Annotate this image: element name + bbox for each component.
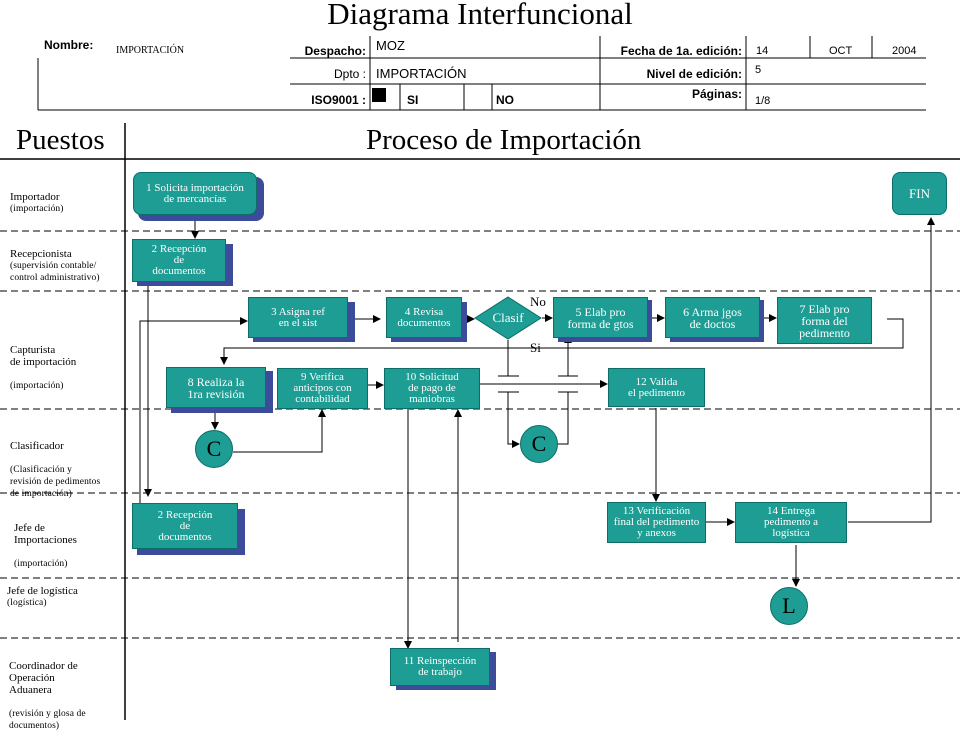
lane-jefe-importaciones: Jefe de Importaciones (importación) — [14, 510, 77, 582]
fecha-label: Fecha de 1a. edición: — [620, 44, 742, 58]
lane-clasificador: Clasificador (Clasificación y revisión d… — [10, 428, 100, 512]
diagram-lines — [0, 36, 960, 720]
lane-capturista: Capturista de importación (importación) — [10, 332, 76, 404]
step-14-entrega-pedimento[interactable]: 14 Entrega pedimento a logística — [735, 502, 847, 543]
nivel-value: 5 — [755, 64, 762, 76]
lane-jefe-logistica: Jefe de logística (logística) — [7, 585, 78, 609]
lane-capturista-name: Capturista de importación — [10, 344, 77, 368]
decision-clasif-label: Clasif — [492, 310, 524, 325]
step-7-elab-pro-forma-pedimento[interactable]: 7 Elab pro forma del pedimento — [777, 297, 872, 344]
step-3-asigna-ref[interactable]: 3 Asigna ref en el sist — [248, 297, 348, 338]
step-5-elab-pro-forma-gtos[interactable]: 5 Elab pro forma de gtos — [553, 297, 648, 338]
connector-c-2[interactable]: C — [520, 425, 558, 463]
step-fin[interactable]: FIN — [892, 172, 947, 215]
decision-clasif[interactable]: Clasif — [474, 296, 542, 340]
fecha-month: OCT — [829, 45, 853, 57]
step-1-solicita-importacion[interactable]: 1 Solicita importación de mercancías — [133, 172, 257, 215]
step-9-verifica-anticipos[interactable]: 9 Verifica anticipos con contabilidad — [277, 368, 368, 409]
lane-importador-sub: (importación) — [10, 204, 64, 214]
decision-no-label: No — [530, 294, 546, 309]
paginas-label: Páginas: — [691, 87, 742, 101]
step-8-realiza-1ra-revision[interactable]: 8 Realiza la 1ra revisión — [166, 367, 266, 408]
connector-c-1[interactable]: C — [195, 430, 233, 468]
proceso-title: Proceso de Importación — [366, 124, 642, 156]
decision-diamond-shape — [474, 296, 542, 340]
lane-coordinador-name: Coordinador de Operación Aduanera — [9, 660, 78, 696]
lane-clasificador-name: Clasificador — [10, 440, 64, 452]
lane-recepcionista-name: Recepcionista — [10, 248, 72, 260]
lane-clasificador-sub: (Clasificación y revisión de pedimentos … — [10, 465, 101, 499]
dpto-label: Dpto : — [333, 67, 366, 81]
lane-jefe-importaciones-name: Jefe de Importaciones — [14, 522, 77, 546]
iso-label: ISO9001 : — [311, 93, 366, 107]
step-6-arma-jgos-doctos[interactable]: 6 Arma jgos de doctos — [665, 297, 760, 338]
lane-capturista-sub: (importación) — [10, 381, 64, 391]
iso-si-label: SI — [407, 93, 419, 107]
puestos-title: Puestos — [16, 124, 105, 156]
iso-no-label: NO — [496, 93, 514, 107]
step-4-revisa-documentos[interactable]: 4 Revisa documentos — [386, 297, 462, 338]
despacho-value: MOZ — [376, 38, 405, 53]
connector-l[interactable]: L — [770, 587, 808, 625]
lane-jefe-importaciones-sub: (importación) — [14, 559, 68, 569]
step-10-solicitud-pago-maniobras[interactable]: 10 Solicitud de pago de maniobras — [384, 368, 480, 409]
fecha-year: 2004 — [892, 45, 917, 57]
lane-importador-name: Importador — [10, 191, 60, 203]
page-title: Diagrama Interfuncional — [327, 0, 633, 31]
fecha-day: 14 — [756, 45, 769, 57]
lane-recepcionista-sub: (supervisión contable/ control administr… — [10, 261, 100, 283]
nombre-label: Nombre: — [44, 38, 94, 52]
lane-jefe-logistica-name: Jefe de logística — [7, 585, 78, 597]
step-12-valida-pedimento[interactable]: 12 Valida el pedimento — [608, 368, 705, 407]
lane-coordinador: Coordinador de Operación Aduanera (revis… — [9, 648, 86, 744]
dpto-value: IMPORTACIÓN — [376, 66, 467, 81]
lane-coordinador-sub: (revisión y glosa de documentos) — [9, 709, 86, 731]
paginas-value: 1/8 — [755, 95, 771, 107]
lane-jefe-logistica-sub: (logística) — [7, 598, 47, 608]
step-2a-recepcion-documentos[interactable]: 2 Recepción de documentos — [132, 239, 226, 282]
step-2b-recepcion-documentos[interactable]: 2 Recepción de documentos — [132, 503, 238, 549]
nombre-value: IMPORTACIÓN — [116, 45, 185, 56]
despacho-label: Despacho: — [304, 44, 366, 58]
iso-checkbox-si — [372, 88, 386, 102]
lane-recepcionista: Recepcionista (supervisión contable/ con… — [10, 248, 100, 284]
nivel-label: Nivel de edición: — [646, 67, 742, 81]
step-13-verificacion-final[interactable]: 13 Verificación final del pedimento y an… — [607, 502, 706, 543]
step-11-reinspeccion[interactable]: 11 Reinspección de trabajo — [390, 648, 490, 686]
lane-importador: Importador (importación) — [10, 191, 64, 215]
decision-si-label: Si — [530, 340, 541, 355]
